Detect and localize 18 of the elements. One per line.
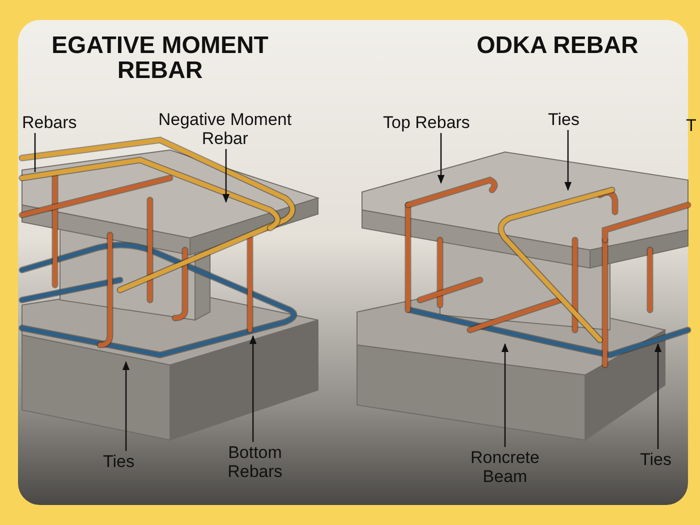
callout-label: Roncrete Beam [450, 448, 560, 486]
leader-line [122, 361, 130, 451]
callout-label: Ties [103, 452, 134, 471]
leader-line [34, 133, 36, 172]
callout-label: Rebars [22, 113, 77, 132]
callout-label: Ties [640, 450, 672, 469]
leader-line [654, 343, 662, 449]
callout-label: Ties [548, 110, 580, 129]
callout-label: Negative Moment Rebar [140, 110, 310, 148]
leader-line [222, 149, 230, 203]
leader-line [564, 130, 572, 191]
leader-line [437, 133, 445, 184]
leader-line [501, 343, 509, 447]
callout-label: Bottom Rebars [215, 443, 295, 481]
heading: ODKA REBAR [476, 33, 640, 58]
heading: EGATIVE MOMENT REBAR [50, 33, 270, 83]
callout-label: Top Rebars [383, 113, 470, 132]
leader-line [249, 335, 257, 442]
